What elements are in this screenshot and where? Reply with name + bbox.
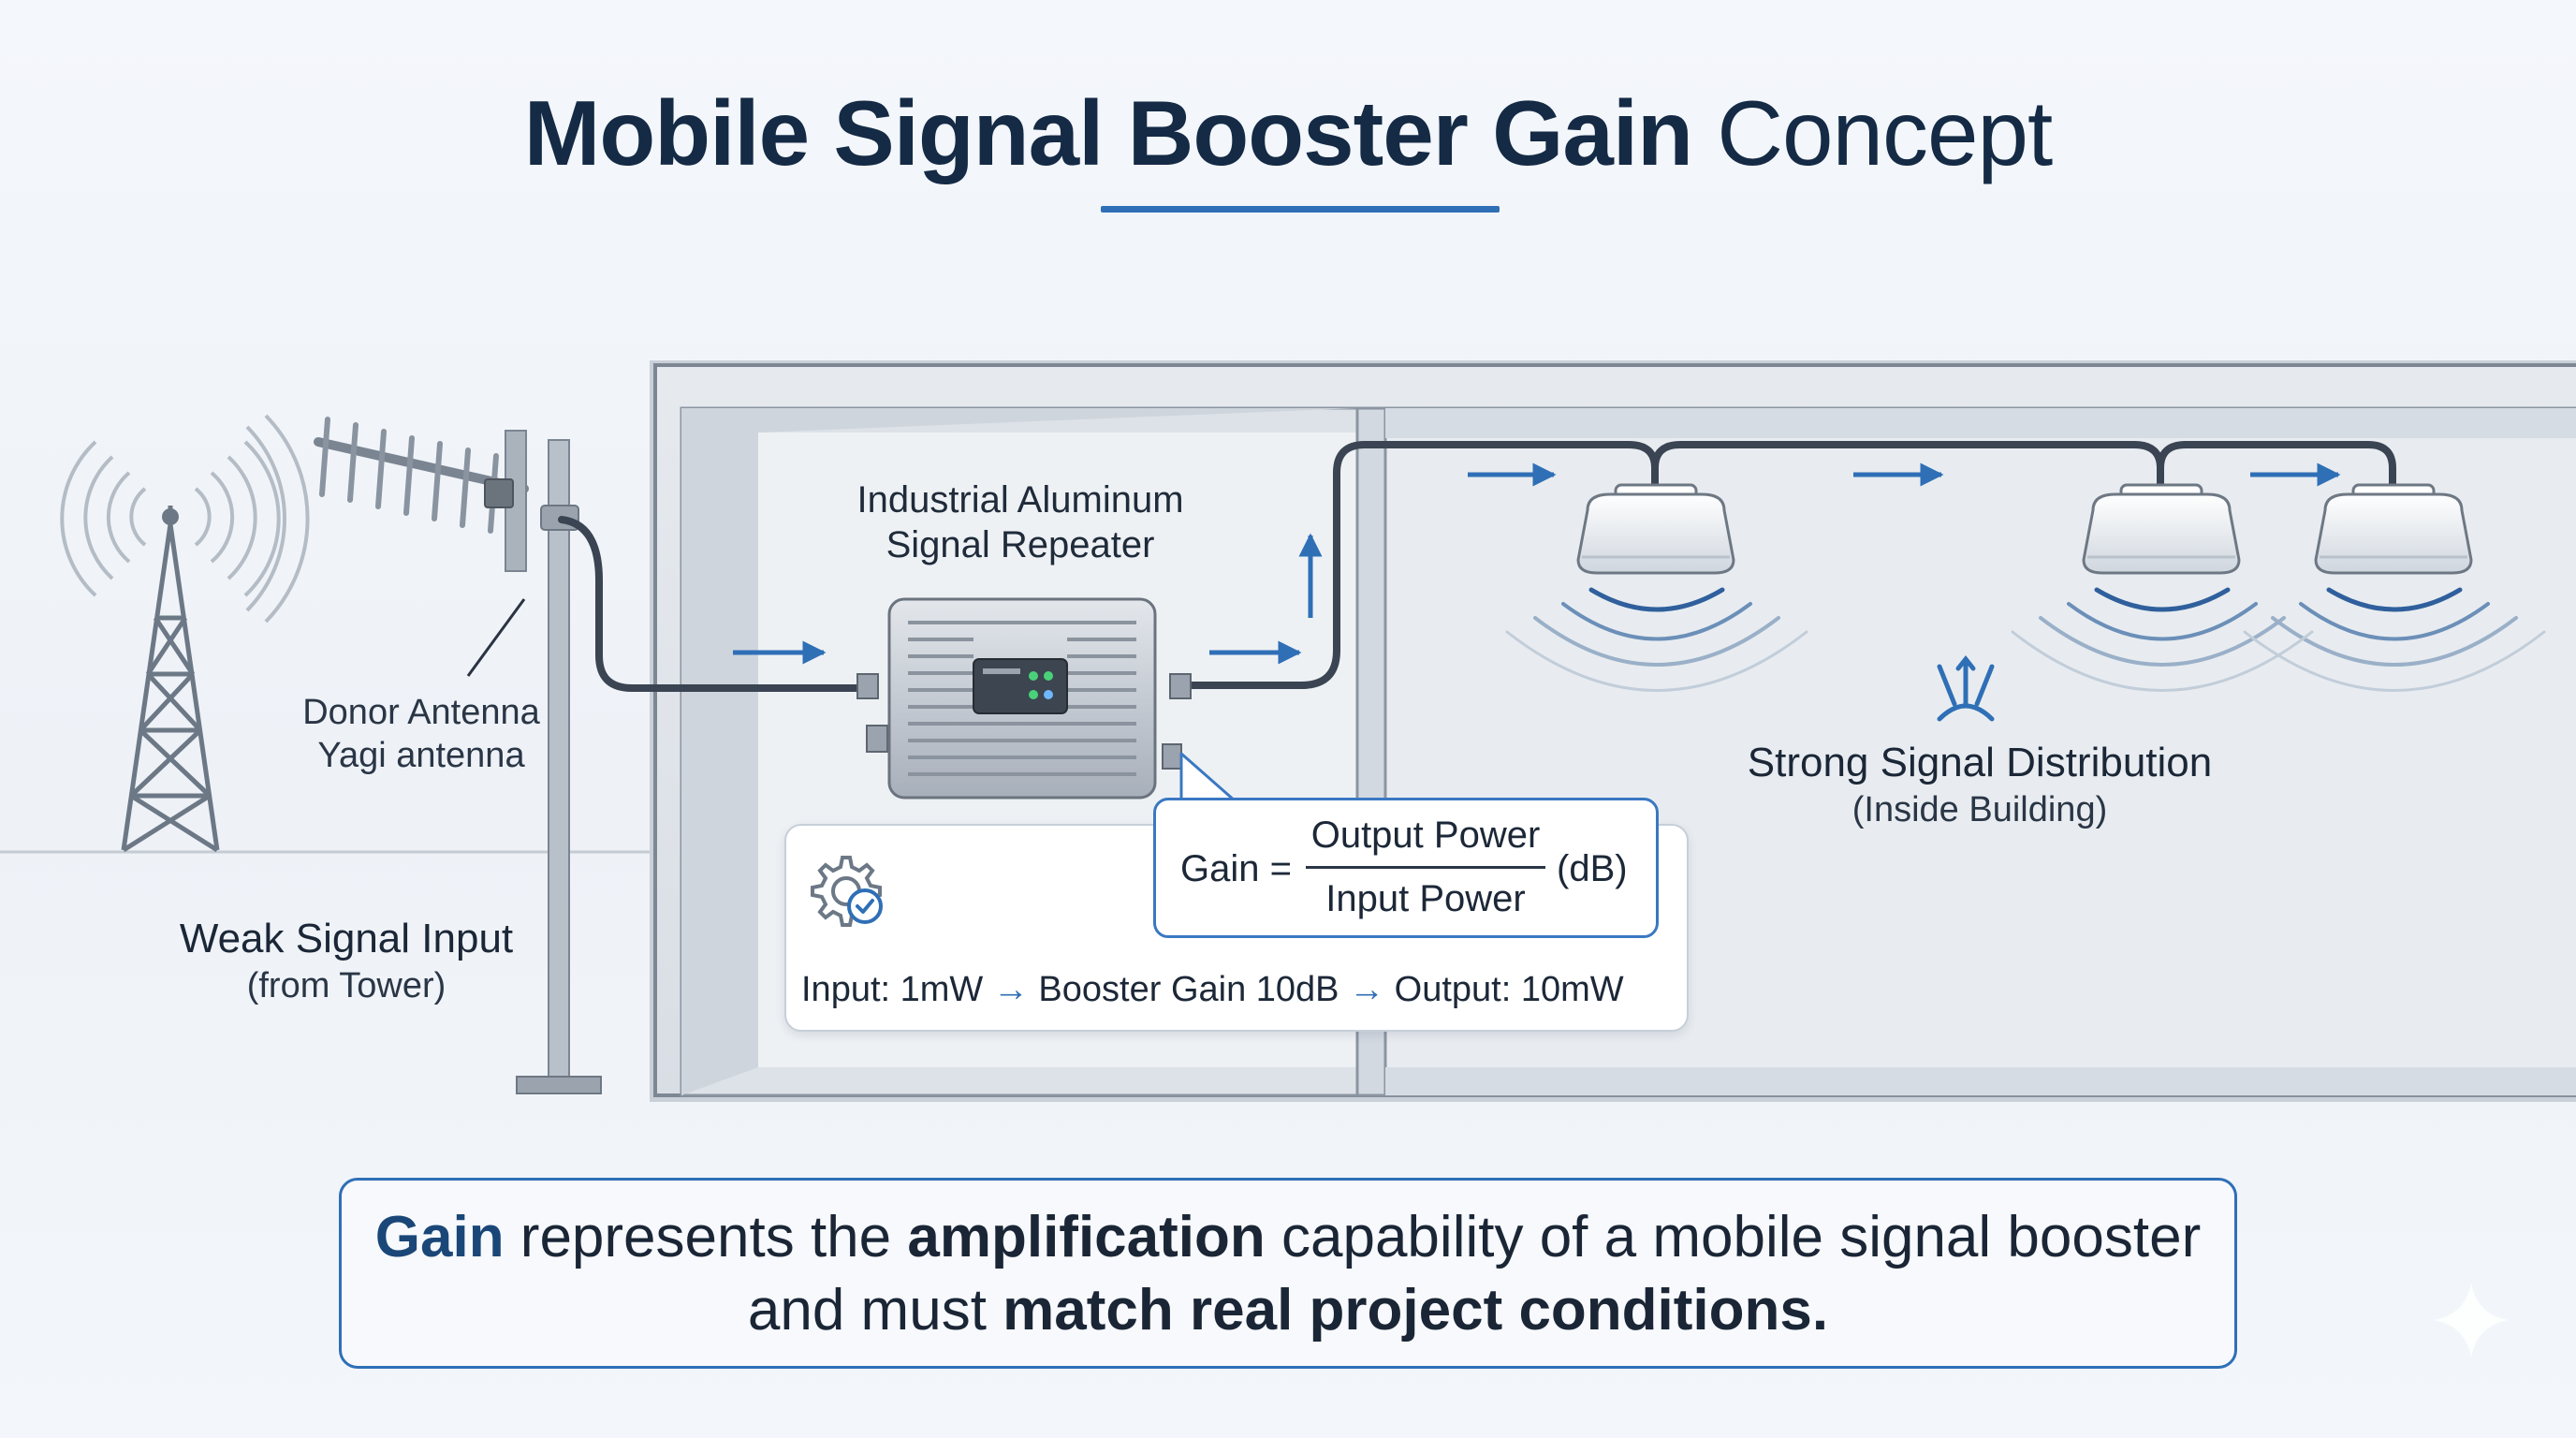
fraction-bar [1306, 866, 1545, 869]
signal-waves [1505, 587, 2546, 692]
summary-text-2: capability of a mobile signal booster an… [747, 1205, 2202, 1343]
gear-check-icon [811, 856, 883, 927]
example-input: Input: 1mW [801, 970, 984, 1009]
distribution-line2: (Inside Building) [1852, 790, 2108, 829]
arrow-icon: → [992, 970, 1029, 1009]
formula-numerator: Output Power [1310, 814, 1541, 856]
gain-example: Input: 1mW → Booster Gain 10dB → Output:… [801, 968, 1676, 1011]
repeater-line1: Industrial Aluminum [856, 479, 1184, 521]
arrow-icon: → [1349, 970, 1385, 1009]
example-gain: Booster Gain 10dB [1038, 970, 1339, 1009]
distribution-icon [1937, 654, 1995, 722]
page-title: Mobile Signal Booster Gain Concept [0, 81, 2576, 186]
repeater-label: Industrial Aluminum Signal Repeater [805, 477, 1236, 567]
weak-signal-line1: Weak Signal Input [179, 916, 514, 961]
flow-arrows [733, 462, 2341, 665]
formula-unit: (dB) [1557, 848, 1628, 889]
weak-signal-line2: (from Tower) [246, 966, 446, 1005]
donor-antenna-line1: Donor Antenna [302, 693, 540, 732]
cell-tower-icon [60, 414, 310, 853]
distribution-line1: Strong Signal Distribution [1747, 740, 2213, 785]
formula-prefix: Gain = [1180, 848, 1292, 889]
donor-antenna-label: Donor Antenna Yagi antenna [253, 691, 590, 777]
summary-box: Gain represents the amplification capabi… [339, 1178, 2237, 1369]
donor-antenna-line2: Yagi antenna [317, 736, 525, 775]
distribution-cable [1185, 441, 2396, 689]
feed-cable [558, 516, 863, 692]
weak-signal-label: Weak Signal Input (from Tower) [131, 914, 562, 1007]
title-underline [1101, 206, 1500, 213]
summary-amplification: amplification [907, 1205, 1266, 1269]
title-normal: Concept [1717, 81, 2053, 184]
gain-formula-box: Gain = Output Power Input Power (dB) [1153, 798, 1659, 938]
sparkle-icon [2434, 1283, 2509, 1357]
repeater-device-icon [856, 597, 1192, 800]
yagi-antenna-icon [314, 417, 602, 1094]
title-bold: Mobile Signal Booster Gain [523, 81, 1693, 184]
distribution-label: Strong Signal Distribution (Inside Build… [1676, 738, 2284, 831]
summary-match: match real project conditions. [1003, 1278, 1829, 1343]
summary-gain: Gain [374, 1205, 505, 1269]
ceiling-antenna-icon [1576, 483, 2473, 575]
summary-text-1: represents the [504, 1205, 908, 1269]
formula-denominator: Input Power [1325, 878, 1526, 919]
example-output: Output: 10mW [1394, 970, 1624, 1009]
repeater-line2: Signal Repeater [886, 524, 1155, 565]
